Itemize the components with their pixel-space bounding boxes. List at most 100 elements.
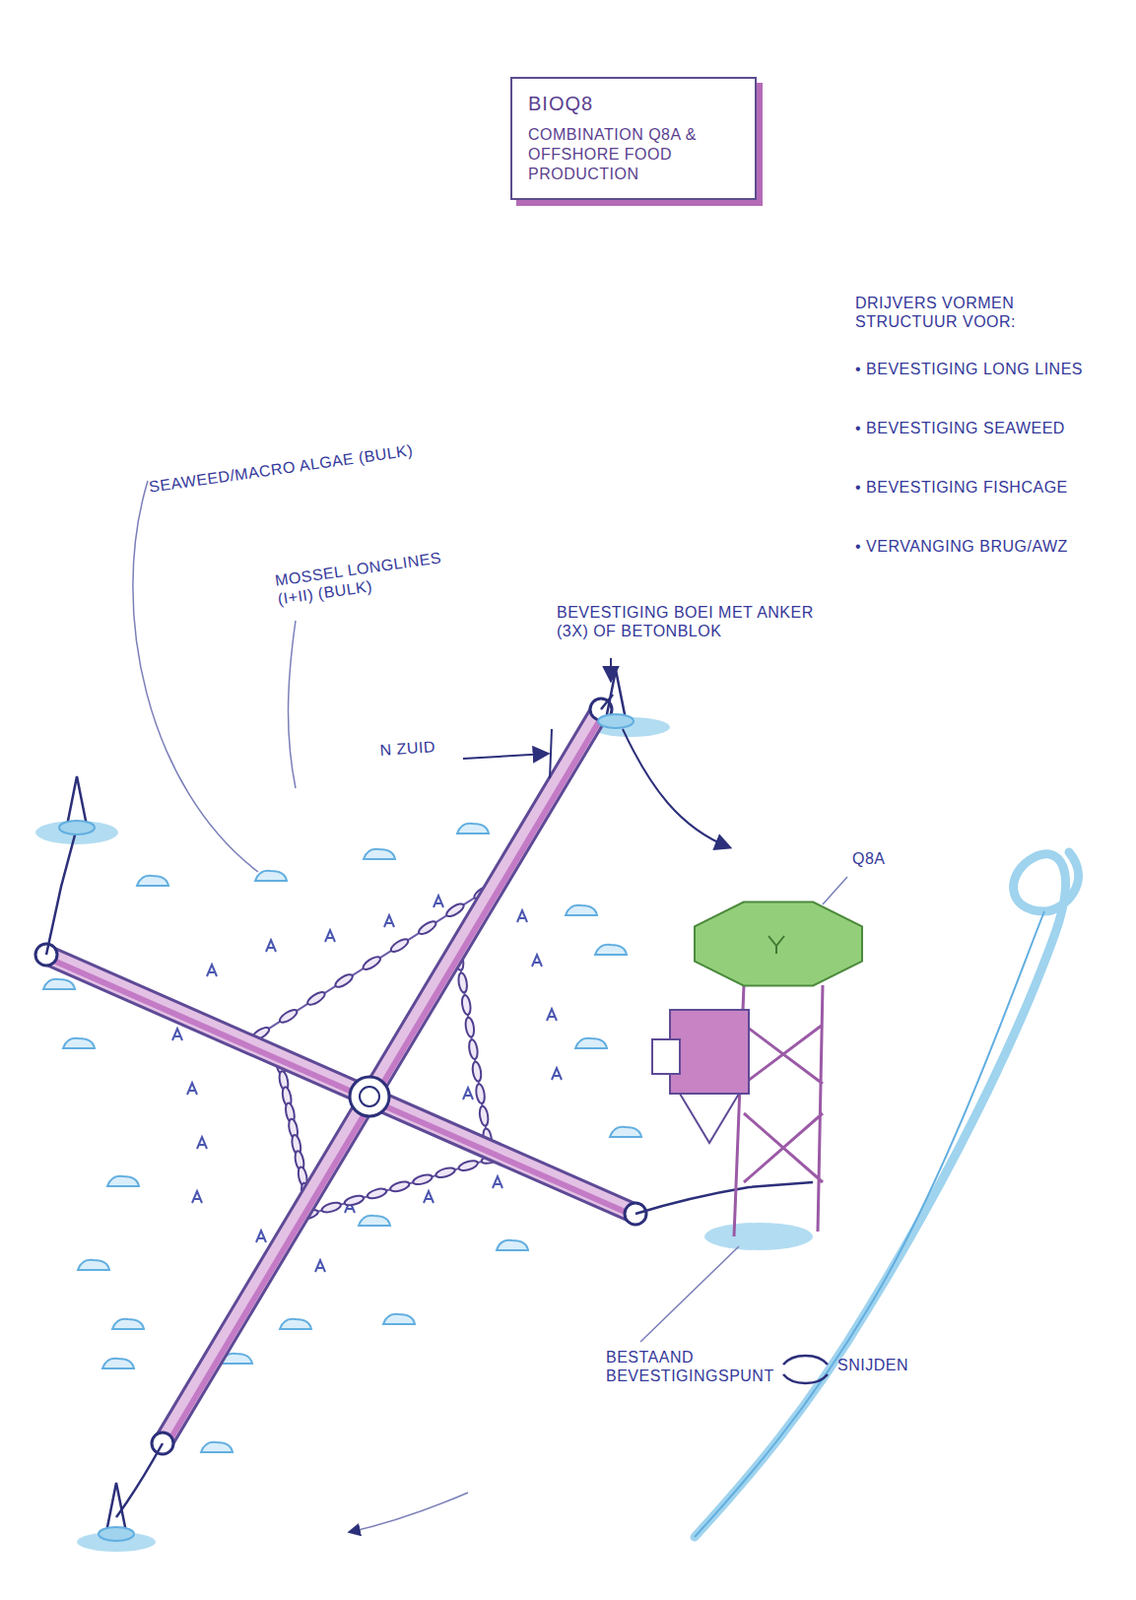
note-item: • BEVESTIGING FISHCAGE xyxy=(855,477,1069,497)
title-box: BIOQ8COMBINATION Q8A & OFFSHORE FOOD PRO… xyxy=(510,76,757,201)
seaweed-blob xyxy=(575,1038,607,1049)
note-item: • BEVESTIGING LONG LINES xyxy=(855,359,1083,379)
mooring-line xyxy=(46,827,77,955)
mussel-mark xyxy=(433,895,444,908)
float-tube-outline xyxy=(162,709,602,1444)
water-patch xyxy=(35,820,119,845)
chain-link xyxy=(277,1007,299,1025)
seaweed-blob xyxy=(107,1176,139,1187)
buoy-mast xyxy=(106,1482,127,1533)
note-item: • BEVESTIGING SEAWEED xyxy=(855,418,1066,438)
seaweed-blob xyxy=(565,905,598,916)
leader-arrow xyxy=(609,658,612,680)
leader-line xyxy=(133,480,259,872)
seaweed-blob xyxy=(136,875,169,886)
seaweed-blob xyxy=(595,944,627,955)
drift-arrow xyxy=(349,1492,468,1533)
note-heading: DRIJVERS VORMEN STRUCTUUR VOOR: xyxy=(855,293,1092,332)
chain-link xyxy=(457,972,468,994)
chain-line xyxy=(457,949,489,1150)
chain-link xyxy=(389,1180,410,1194)
mussel-mark xyxy=(551,1068,562,1080)
chain-link xyxy=(474,1083,486,1105)
buoy xyxy=(59,820,95,835)
part-label: Q8A xyxy=(852,849,886,869)
chain-link xyxy=(464,1016,475,1038)
part-label: MOSSEL LONGLINES (I+II) (BULK) xyxy=(273,543,474,609)
part-label: SNIJDEN xyxy=(837,1355,909,1375)
part-label: BEVESTIGING BOEI MET ANKER (3X) OF BETON… xyxy=(556,602,843,641)
float-tube xyxy=(162,709,602,1444)
mussel-mark xyxy=(206,964,217,977)
mooring-line xyxy=(635,1182,813,1214)
chain-link xyxy=(416,919,438,936)
chain-link xyxy=(334,972,355,990)
part-label: SEAWEED/MACRO ALGAE (BULK) xyxy=(147,440,414,497)
north-arrow xyxy=(463,753,547,759)
chain-link xyxy=(461,995,472,1016)
mussel-mark xyxy=(423,1191,434,1203)
buoy-mast xyxy=(66,776,87,826)
drift-arrow xyxy=(622,729,730,848)
chain-link xyxy=(467,1039,479,1061)
platform-strut xyxy=(679,1093,739,1143)
seaweed-blob xyxy=(609,1127,642,1137)
mooring-line xyxy=(116,1443,163,1518)
seaweed-blob xyxy=(43,979,75,990)
north-tick xyxy=(549,729,552,779)
chain-link xyxy=(361,954,383,972)
chain-link xyxy=(389,936,410,954)
seaweed-blob xyxy=(457,823,489,834)
chain-link xyxy=(470,1061,482,1082)
box-heading: BIOQ8 xyxy=(528,92,739,116)
direction-label: N ZUID xyxy=(379,736,437,760)
water-patch xyxy=(704,1222,813,1251)
mussel-mark xyxy=(463,1087,473,1100)
platform-module-side xyxy=(652,1039,680,1074)
seaweed-blob xyxy=(77,1260,110,1270)
chain-link xyxy=(478,1105,490,1127)
mussel-mark xyxy=(492,1176,503,1189)
mussel-mark xyxy=(517,910,528,923)
mussel-mark xyxy=(546,1008,557,1021)
leader-line xyxy=(640,1246,739,1342)
mussel-mark xyxy=(315,1260,326,1272)
mussel-mark xyxy=(192,1191,202,1203)
seaweed-blob xyxy=(279,1319,312,1330)
mussel-mark xyxy=(384,915,395,928)
chain-link xyxy=(343,1194,365,1207)
mussel-mark xyxy=(187,1082,198,1095)
buoy-mast xyxy=(605,669,626,720)
seaweed-blob xyxy=(255,870,287,881)
cable-edge xyxy=(694,911,1045,1537)
note-item: • VERVANGING BRUG/AWZ xyxy=(855,536,1069,556)
mussel-mark xyxy=(325,930,335,942)
hub-joint xyxy=(349,1076,390,1117)
mussel-mark xyxy=(172,1028,183,1041)
seaweed-blob xyxy=(496,1240,529,1251)
cut-symbol xyxy=(783,1355,828,1384)
seaweed-blob xyxy=(383,1314,415,1325)
float-tube-shade xyxy=(165,713,604,1448)
buoy xyxy=(98,1527,134,1541)
mussel-mark xyxy=(266,939,276,952)
float-tube-shade xyxy=(49,958,639,1218)
buoy xyxy=(598,714,634,729)
leader-line xyxy=(822,876,848,905)
mussel-mark xyxy=(256,1230,267,1243)
seaweed-blob xyxy=(363,849,396,860)
seaweed-blob xyxy=(112,1319,144,1330)
chain-link xyxy=(444,901,466,919)
hub-joint-inner xyxy=(359,1086,380,1107)
chain-link xyxy=(366,1187,388,1201)
mussel-mark xyxy=(197,1136,207,1149)
chain-link xyxy=(411,1173,433,1187)
cable xyxy=(694,852,1079,1537)
seaweed-blob xyxy=(358,1215,391,1226)
mussel-mark xyxy=(532,954,542,967)
helideck-mark xyxy=(768,935,785,954)
helideck xyxy=(694,902,863,987)
part-label: BESTAAND BEVESTIGINGSPUNT xyxy=(605,1347,794,1386)
